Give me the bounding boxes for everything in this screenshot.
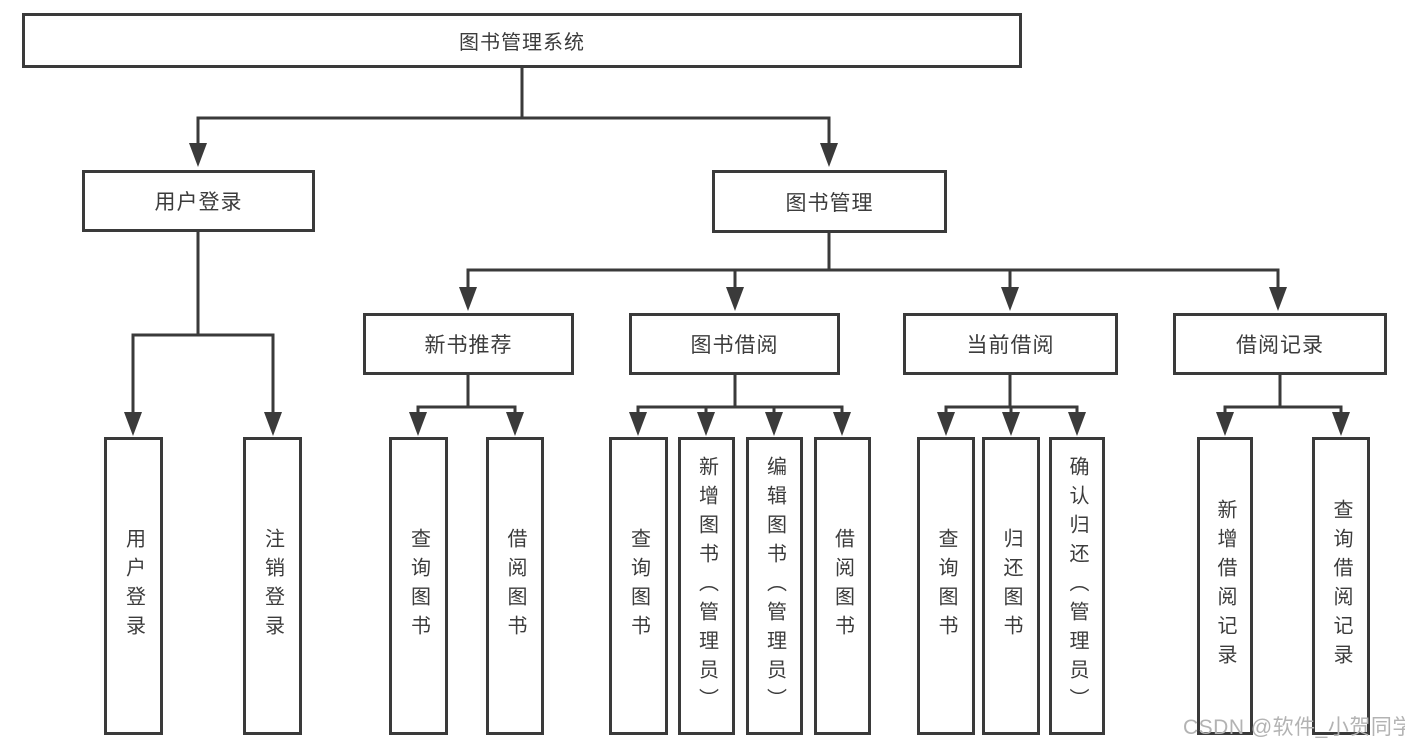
arrowhead	[1332, 412, 1350, 436]
node-label: 查询图书	[407, 528, 430, 644]
node-confirm-return-admin: 确认归还（管理员）	[1049, 437, 1105, 735]
arrowhead	[629, 412, 647, 436]
arrowhead	[1068, 412, 1086, 436]
arrowhead	[1002, 412, 1020, 436]
connector-root-stem	[196, 68, 831, 148]
arrowhead	[189, 143, 207, 167]
arrowhead	[264, 412, 282, 436]
node-user-login: 用户登录	[82, 170, 315, 232]
node-label: 借阅图书	[831, 528, 854, 644]
node-label: 查询图书	[935, 528, 957, 644]
node-add-borrow-record: 新增借阅记录	[1197, 437, 1253, 735]
node-user-login-leaf: 用户登录	[104, 437, 163, 735]
connector-leaf-shafts	[416, 405, 1343, 418]
arrowhead	[726, 287, 744, 311]
node-label: 新增图书（管理员）	[695, 455, 718, 717]
node-borrow-books-leaf: 借阅图书	[814, 437, 871, 735]
node-query-books-borrowing: 查询图书	[609, 437, 668, 735]
node-label: 归还图书	[1000, 528, 1022, 644]
node-add-book-admin: 新增图书（管理员）	[678, 437, 735, 735]
arrowhead	[124, 412, 142, 436]
node-book-management: 图书管理	[712, 170, 947, 233]
node-book-borrowing: 图书借阅	[629, 313, 840, 375]
arrowheads	[124, 143, 1350, 436]
arrowhead	[506, 412, 524, 436]
arrowhead	[1269, 287, 1287, 311]
node-label: 编辑图书（管理员）	[763, 455, 786, 717]
node-current-borrowing: 当前借阅	[903, 313, 1118, 375]
node-label: 注销登录	[261, 528, 284, 644]
connector-user-login-branch	[131, 232, 275, 418]
watermark-text: CSDN @软件_小贺同学	[1183, 716, 1405, 739]
node-label: 查询图书	[627, 528, 650, 644]
node-query-borrow-record: 查询借阅记录	[1312, 437, 1370, 735]
node-query-books-recommend: 查询图书	[389, 437, 448, 735]
arrowhead	[833, 412, 851, 436]
node-edit-book-admin: 编辑图书（管理员）	[746, 437, 803, 735]
node-label: 新增借阅记录	[1214, 499, 1236, 673]
node-query-books-current: 查询图书	[917, 437, 975, 735]
arrowhead	[459, 287, 477, 311]
arrowhead	[409, 412, 427, 436]
node-label: 借阅图书	[504, 528, 526, 644]
node-label: 用户登录	[122, 528, 145, 644]
connector-book-mgmt-branch	[466, 233, 1280, 293]
node-label: 确认归还（管理员）	[1066, 455, 1088, 717]
node-return-book: 归还图书	[982, 437, 1040, 735]
node-new-book-recommend: 新书推荐	[363, 313, 574, 375]
arrowhead	[1216, 412, 1234, 436]
arrowhead	[937, 412, 955, 436]
node-logout-leaf: 注销登录	[243, 437, 302, 735]
arrowhead	[765, 412, 783, 436]
node-label: 查询借阅记录	[1330, 499, 1352, 673]
arrowhead	[820, 143, 838, 167]
node-library-management-system: 图书管理系统	[22, 13, 1022, 68]
arrowhead	[697, 412, 715, 436]
connector-level3-stems	[466, 375, 1282, 409]
node-borrow-books-recommend: 借阅图书	[486, 437, 544, 735]
node-borrowing-records: 借阅记录	[1173, 313, 1387, 375]
arrowhead	[1001, 287, 1019, 311]
